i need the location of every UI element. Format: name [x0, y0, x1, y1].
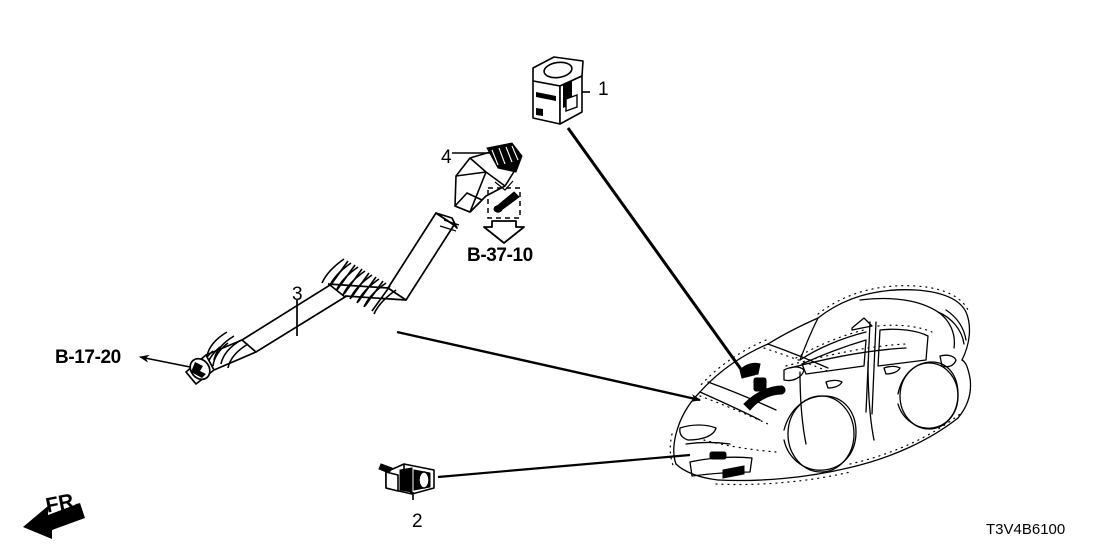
part-3-upper-tube	[387, 212, 460, 301]
callout-number-1: 1	[598, 79, 609, 100]
callout-number-4: 4	[441, 147, 452, 168]
diagram-code-label: T3V4B6100	[986, 521, 1066, 538]
part-1-small-window	[565, 94, 578, 112]
part-3-end-notch	[191, 362, 206, 378]
reference-label-b-37-10[interactable]: B-37-10	[467, 245, 533, 266]
leader-part1-to-dashboard	[566, 127, 745, 373]
leader-part3-to-engine-bay	[396, 330, 701, 402]
callout-number-2: 2	[412, 511, 423, 532]
part-4-rib-lines	[491, 145, 519, 166]
part-2-lens	[418, 471, 430, 489]
vehicle-body-outline	[673, 289, 972, 482]
leader-part2-to-bumper	[437, 453, 691, 479]
callout-number-3: 3	[292, 284, 303, 305]
b-37-10-dashed-box	[487, 187, 521, 219]
b-37-10-hollow-arrow	[483, 220, 525, 244]
vehicle-ghost-dotted-lines	[669, 285, 969, 486]
reference-label-b-17-20[interactable]: B-17-20	[55, 347, 121, 368]
dashboard-location-markers	[709, 362, 786, 479]
part-3-lower-bellows-envelope	[205, 339, 257, 371]
part-2-tab	[378, 463, 393, 474]
b-37-10-connector-tick	[494, 180, 514, 191]
fr-direction-arrow	[23, 503, 85, 539]
part-3-upper-bellows-envelope	[327, 283, 407, 301]
b-17-20-leader-arrow	[139, 354, 191, 368]
